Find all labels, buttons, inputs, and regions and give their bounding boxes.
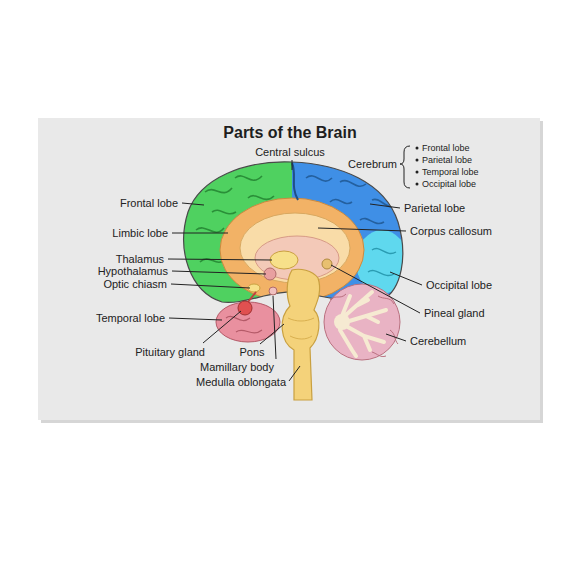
brainstem (282, 269, 320, 400)
part-label: Mamillary body (200, 362, 274, 373)
title: Parts of the Brain (223, 125, 356, 141)
bracket (400, 146, 410, 188)
part-label: Pineal gland (424, 308, 485, 319)
part-label: Occipital lobe (426, 280, 492, 291)
part-label: Frontal lobe (120, 198, 178, 209)
pineal-gland (322, 259, 332, 269)
part-label: Central sulcus (255, 147, 325, 158)
part-label: Parietal lobe (422, 156, 472, 165)
temporal-lobe (216, 302, 280, 342)
part-label: Occipital lobe (422, 180, 476, 189)
part-label: Thalamus (116, 254, 164, 265)
part-label: Parietal lobe (404, 203, 465, 214)
part-label: Frontal lobe (422, 144, 470, 153)
pituitary-stalk (248, 292, 256, 302)
cerebellum (324, 284, 400, 360)
leader-lines (168, 160, 422, 381)
part-label: Optic chiasm (103, 279, 167, 290)
bullets (416, 147, 419, 186)
part-label: Temporal lobe (422, 168, 479, 177)
part-label: Pons (239, 347, 264, 358)
part-label: Cerebellum (410, 336, 466, 347)
part-label: Temporal lobe (96, 313, 165, 324)
poster-ground (38, 118, 540, 420)
part-label: Hypothalamus (98, 266, 168, 277)
pituitary-gland (238, 301, 252, 315)
part-label: Pituitary gland (135, 347, 205, 358)
thalamus (270, 251, 298, 269)
central-sulcus-groove (292, 163, 298, 200)
part-label: Corpus callosum (410, 226, 492, 237)
part-label: Limbic lobe (112, 228, 168, 239)
pons-lines (288, 318, 314, 339)
part-label: Cerebrum (348, 159, 397, 170)
mamillary-body (269, 287, 277, 295)
part-label: Medulla oblongata (196, 377, 286, 388)
